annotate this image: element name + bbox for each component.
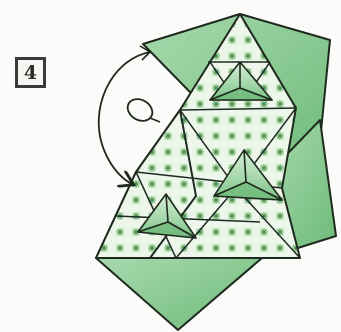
bottom-diamond-flap <box>96 258 262 330</box>
